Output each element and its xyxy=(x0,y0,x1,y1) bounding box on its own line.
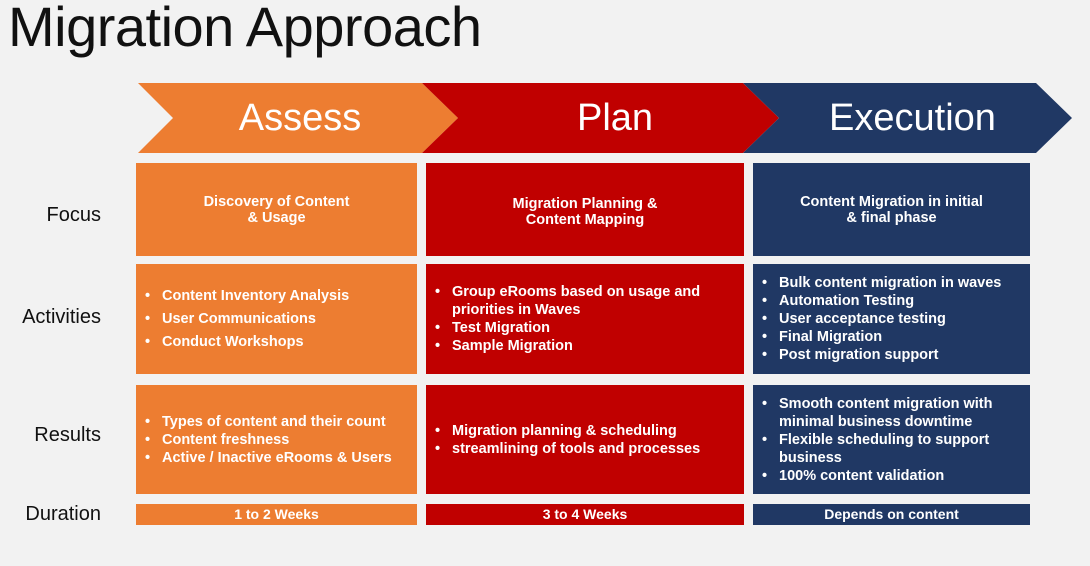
row-label-activities: Activities xyxy=(22,306,101,328)
focus-assess: Discovery of Content & Usage xyxy=(136,163,417,256)
list-item: Final Migration xyxy=(762,328,1030,346)
results-assess: Types of content and their count Content… xyxy=(136,385,417,494)
list-item: Group eRooms based on usage and prioriti… xyxy=(435,283,704,319)
plan-chevron xyxy=(422,83,779,153)
list-item: streamlining of tools and processes xyxy=(435,440,744,458)
list-item: User acceptance testing xyxy=(762,310,1030,328)
focus-plan: Migration Planning & Content Mapping xyxy=(426,163,744,256)
list-item: Content Inventory Analysis xyxy=(145,287,417,305)
list-item: Automation Testing xyxy=(762,292,1030,310)
row-label-focus: Focus xyxy=(46,204,101,226)
slide-title: Migration Approach xyxy=(8,0,482,58)
focus-execution: Content Migration in initial & final pha… xyxy=(753,163,1030,256)
phase-execution-label: Execution xyxy=(829,97,996,139)
activities-execution: Bulk content migration in waves Automati… xyxy=(753,264,1030,374)
focus-line: Content Mapping xyxy=(525,211,645,228)
duration-execution: Depends on content xyxy=(753,504,1030,525)
row-label-results: Results xyxy=(34,424,101,446)
list-item: Active / Inactive eRooms & Users xyxy=(145,449,417,467)
phase-plan-label: Plan xyxy=(576,97,654,139)
list-item: Smooth content migration with minimal bu… xyxy=(762,395,1016,431)
focus-line: Content Migration in initial xyxy=(800,193,983,210)
focus-line: & final phase xyxy=(846,209,937,226)
focus-line: Migration Planning & xyxy=(512,195,658,212)
list-item: Migration planning & scheduling xyxy=(435,422,744,440)
results-execution: Smooth content migration with minimal bu… xyxy=(753,385,1030,494)
list-item: 100% content validation xyxy=(762,467,1016,485)
focus-line: Discovery of Content xyxy=(203,193,350,210)
duration-assess: 1 to 2 Weeks xyxy=(136,504,417,525)
phase-assess-label: Assess xyxy=(238,97,362,139)
list-item: User Communications xyxy=(145,310,417,328)
duration-plan: 3 to 4 Weeks xyxy=(426,504,744,525)
focus-line: & Usage xyxy=(247,209,306,226)
list-item: Content freshness xyxy=(145,431,417,449)
list-item: Sample Migration xyxy=(435,337,704,355)
assess-chevron xyxy=(138,83,458,153)
activities-assess: Content Inventory Analysis User Communic… xyxy=(136,264,417,374)
row-label-duration: Duration xyxy=(25,503,101,525)
activities-plan: Group eRooms based on usage and prioriti… xyxy=(426,264,744,374)
list-item: Test Migration xyxy=(435,319,704,337)
results-plan: Migration planning & scheduling streamli… xyxy=(426,385,744,494)
execution-chevron xyxy=(743,83,1072,153)
list-item: Post migration support xyxy=(762,346,1030,364)
list-item: Bulk content migration in waves xyxy=(762,274,1030,292)
list-item: Conduct Workshops xyxy=(145,333,417,351)
list-item: Types of content and their count xyxy=(145,413,417,431)
list-item: Flexible scheduling to support business xyxy=(762,431,1016,467)
